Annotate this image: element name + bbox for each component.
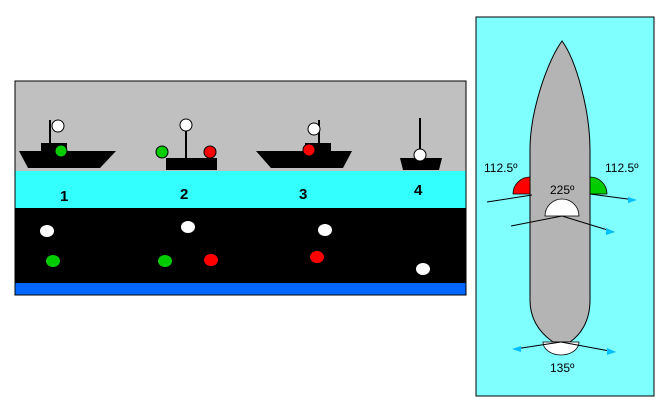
- boat-2: [155, 118, 217, 170]
- boat-1-number: 1: [60, 188, 68, 205]
- night-3-white-light: [318, 224, 332, 236]
- boat-1-hull: [19, 151, 116, 168]
- stern-port-ray-arrow-icon: [512, 346, 521, 352]
- night-2-red-light: [204, 254, 218, 266]
- night-band: [15, 208, 466, 283]
- boat-3-red-sidelight: [302, 143, 316, 157]
- boat-3-masthead-light: [307, 122, 321, 136]
- stern-starboard-ray: [560, 341, 616, 353]
- left-panel: 1 2 3 4: [14, 80, 467, 296]
- stern-sector-label: 135º: [550, 361, 575, 375]
- night-3-red-light: [310, 251, 324, 263]
- boat-2-number: 2: [180, 186, 188, 203]
- port-red-sector: [512, 176, 531, 195]
- masthead-ray-arrow-icon: [606, 228, 615, 235]
- stern-ray-arrow-icon: [607, 348, 616, 355]
- stern-port-ray: [514, 341, 562, 350]
- sector-boundary-rays: [486, 193, 636, 353]
- boat-2-green-sidelight: [155, 145, 169, 159]
- night-2-white-light: [181, 221, 195, 233]
- water-band: [15, 171, 466, 208]
- boat-1: [19, 119, 116, 168]
- boat-4-hull: [400, 158, 442, 170]
- masthead-starboard-ray: [561, 215, 615, 233]
- boat-1-green-sidelight: [54, 144, 68, 158]
- boat-1-masthead-light: [51, 119, 65, 133]
- night-1-white-light: [40, 225, 54, 237]
- starboard-sector-label: 112.5º: [605, 161, 639, 175]
- masthead-sector-label: 225º: [550, 183, 575, 197]
- boat-3: [256, 120, 352, 168]
- masthead-white-sector: [544, 198, 580, 217]
- boat-3-number: 3: [299, 186, 307, 203]
- boat-1-cabin: [41, 143, 67, 152]
- night-4-white-light: [416, 263, 430, 275]
- masthead-port-ray: [510, 215, 563, 227]
- boat-4-number: 4: [414, 182, 423, 199]
- starboard-ray-arrow-icon: [628, 197, 637, 203]
- deep-water-band: [15, 283, 466, 295]
- boat-4: [400, 118, 442, 170]
- starboard-green-sector: [589, 176, 608, 195]
- starboard-sector-ray: [589, 193, 636, 201]
- port-sector-ray: [486, 194, 533, 203]
- boat-2-red-sidelight: [203, 145, 217, 159]
- night-1-green-light: [46, 255, 60, 267]
- night-lights: [40, 221, 430, 275]
- boat-4-masthead-light: [413, 148, 427, 162]
- boat-2-hull: [166, 158, 217, 170]
- panel-border: [14, 80, 467, 296]
- ray-arrowheads: [512, 197, 637, 355]
- night-2-green-light: [158, 255, 172, 267]
- boat-2-masthead-light: [179, 118, 193, 132]
- boat-3-hull: [256, 151, 352, 168]
- port-sector-label: 112.5º: [484, 161, 518, 175]
- right-panel: 112.5º 112.5º 225º 135º: [475, 16, 655, 397]
